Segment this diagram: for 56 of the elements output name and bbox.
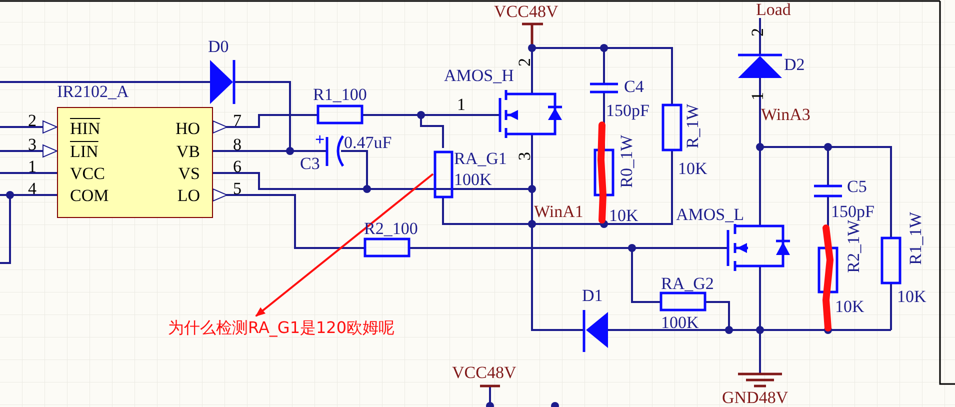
component-label: D1 bbox=[582, 287, 603, 304]
pin-number: 8 bbox=[233, 136, 242, 153]
component-label: D2 bbox=[784, 56, 805, 73]
component-label: R0_1W bbox=[618, 135, 635, 188]
pin-name: LIN bbox=[70, 143, 98, 160]
value-label: 150pF bbox=[831, 203, 874, 220]
pin-number: 4 bbox=[28, 180, 36, 197]
pin-number: 1 bbox=[749, 92, 766, 100]
net-label: VCC48V bbox=[494, 3, 558, 20]
component-label: R1_1W bbox=[907, 212, 924, 265]
value-label: 100K bbox=[454, 171, 492, 188]
pin-number: 2 bbox=[28, 112, 36, 129]
pin-name: LO bbox=[177, 187, 200, 204]
component-label: R_1W bbox=[684, 104, 701, 148]
pin-number: 7 bbox=[233, 112, 242, 129]
net-label: WinA1 bbox=[534, 203, 584, 220]
value-label: 10K bbox=[897, 288, 926, 305]
pin-name: VCC bbox=[70, 165, 105, 182]
part-label: IR2102_A bbox=[57, 83, 129, 100]
value-label: 10K bbox=[678, 160, 708, 177]
value-label: 150pF bbox=[606, 102, 650, 119]
component-label: R2_100 bbox=[364, 220, 418, 237]
component-label: AMOS_H bbox=[444, 67, 514, 84]
component-label: C4 bbox=[624, 78, 644, 95]
pin-name: VS bbox=[178, 165, 200, 182]
component-label: R2_1W bbox=[845, 220, 862, 273]
pin-number: 3 bbox=[28, 136, 36, 153]
net-label: WinA3 bbox=[761, 106, 810, 123]
pin-number: 1 bbox=[28, 158, 36, 175]
component-label: D0 bbox=[208, 38, 229, 55]
net-label: Load bbox=[756, 1, 791, 18]
pin-number: 6 bbox=[233, 158, 242, 175]
component-label: C3 bbox=[300, 155, 320, 172]
pin-name: VB bbox=[176, 143, 200, 160]
leader-arrow bbox=[255, 173, 434, 317]
pin-number: 1 bbox=[457, 96, 466, 113]
pin-number: 3 bbox=[516, 152, 533, 160]
component-label: C5 bbox=[847, 178, 867, 195]
value-label: 10K bbox=[835, 298, 864, 315]
value-label: 10K bbox=[609, 207, 638, 224]
pin-name: COM bbox=[70, 187, 109, 204]
component-label: AMOS_L bbox=[676, 206, 744, 223]
component-label: RA_G2 bbox=[661, 275, 714, 292]
net-label: VCC48V bbox=[452, 364, 516, 381]
pin-number: 2 bbox=[516, 58, 533, 66]
component-label: R1_100 bbox=[313, 86, 367, 103]
polarity-mark: + bbox=[315, 131, 325, 148]
net-label: GND48V bbox=[722, 389, 788, 406]
pin-number: 2 bbox=[749, 28, 766, 36]
value-label: 0.47uF bbox=[344, 134, 392, 151]
component-label: RA_G1 bbox=[454, 150, 507, 167]
annotation-text: 为什么检测RA_G1是120欧姆呢 bbox=[168, 318, 395, 338]
pin-number: 5 bbox=[233, 180, 242, 197]
value-label: 100K bbox=[661, 314, 699, 331]
pin-name: HIN bbox=[70, 120, 100, 137]
pin-name: HO bbox=[175, 120, 200, 137]
